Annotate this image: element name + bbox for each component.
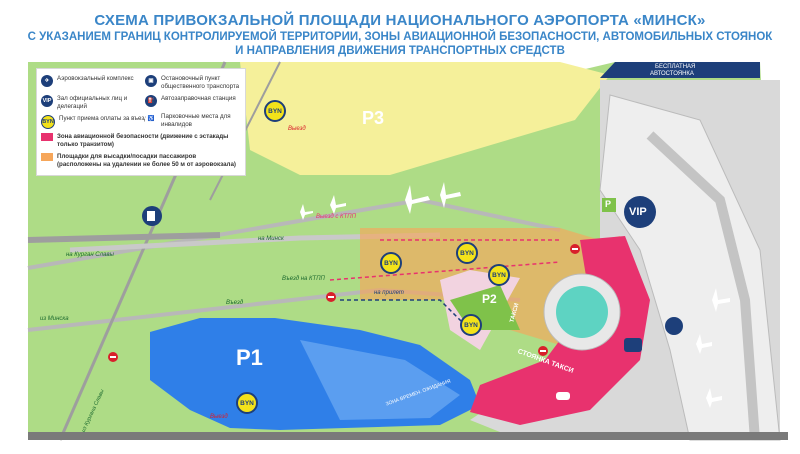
bus-stop-icon: ▣: [145, 75, 157, 87]
plane-icons: [300, 182, 730, 408]
no-entry-sign: [570, 244, 580, 254]
byn-icon: BYN: [41, 115, 55, 129]
disabled-parking-icon: ♿: [145, 113, 157, 125]
free-parking-area: [600, 62, 760, 78]
terminal-icon: ✈: [41, 75, 53, 87]
to-kurgan-label: на Курган Славы: [66, 252, 114, 258]
legend-label-security: Зона авиационной безопасности (движение …: [57, 133, 229, 148]
dropoff-swatch: [41, 153, 53, 161]
legend-item-vip: VIP Зал официальных лиц и делегаций: [41, 95, 141, 110]
legend-item-dropoff: Площадки для высадки/посадки пассажиров …: [41, 153, 241, 168]
small-p-label: P: [605, 199, 612, 209]
departure-icon: [665, 317, 683, 335]
payment-point-p3: BYN: [264, 100, 286, 122]
legend-label-fuel: Автозаправочная станция: [161, 95, 236, 102]
legend-label-vip: Зал официальных лиц и делегаций: [57, 95, 128, 110]
no-entry-sign: [326, 292, 336, 302]
p2-label: P2: [482, 292, 497, 306]
map-title: СХЕМА ПРИВОКЗАЛЬНОЙ ПЛОЩАДИ НАЦИОНАЛЬНОГ…: [94, 12, 706, 29]
payment-point-p1: BYN: [236, 392, 258, 414]
fuel-pump-shape: [147, 211, 155, 221]
fuel-icon: ⛽: [145, 95, 157, 107]
p3-parking-area: [240, 62, 610, 175]
map-legend: ✈ Аэровокзальный комплекс VIP Зал официа…: [36, 68, 246, 176]
p3-exit-label: Выезд: [288, 126, 306, 132]
legend-label-terminal: Аэровокзальный комплекс: [57, 75, 134, 82]
free-parking-label-2: АВТОСТОЯНКА: [650, 71, 694, 77]
payment-point-p2: BYN: [460, 314, 482, 336]
entry-ktpp-label: Въезд на КТПП: [282, 276, 325, 282]
bus-icon: [624, 338, 642, 352]
p1-label: P1: [236, 345, 263, 370]
no-entry-sign: [108, 352, 118, 362]
vip-icon: VIP: [41, 95, 53, 107]
legend-item-bus: ▣ Остановочный пункт общественного транс…: [145, 75, 243, 90]
runway-strip: [28, 432, 788, 440]
legend-label-bus: Остановочный пункт общественного транспо…: [161, 75, 240, 90]
entry-label: Въезд: [226, 300, 244, 306]
road-kurgan: [27, 232, 221, 243]
legend-item-fuel: ⛽ Автозаправочная станция: [145, 95, 243, 107]
p1-exit-label: Выезд: [210, 414, 228, 420]
map-subtitle-line-2: И НАПРАВЛЕНИЯ ДВИЖЕНИЯ ТРАНСПОРТНЫХ СРЕД…: [235, 45, 565, 57]
legend-label-byn: Пункт приема оплаты за въезд: [59, 115, 148, 122]
route-entry-ktpp: [329, 261, 561, 281]
legend-item-disabled: ♿ Парковочные места для инвалидов: [145, 113, 243, 128]
free-parking-label-1: БЕСПЛАТНАЯ: [655, 64, 696, 70]
legend-label-dropoff: Площадки для высадки/посадки пассажиров …: [57, 153, 236, 168]
to-minsk-label: на Минск: [258, 236, 284, 242]
waiting-zone-area: [300, 340, 460, 420]
legend-item-security: Зона авиационной безопасности (движение …: [41, 133, 241, 148]
roundabout-inner: [556, 286, 608, 338]
security-swatch: [41, 133, 53, 141]
legend-item-terminal: ✈ Аэровокзальный комплекс: [41, 75, 141, 87]
exit-ktpp-label: Выезд с КТПП: [316, 214, 356, 220]
vip-marker: [624, 196, 656, 228]
legend-label-disabled: Парковочные места для инвалидов: [161, 113, 231, 128]
map-subtitle-line-1: С УКАЗАНИЕМ ГРАНИЦ КОНТРОЛИРУЕМОЙ ТЕРРИТ…: [27, 31, 773, 43]
vip-label: VIP: [629, 206, 647, 218]
terminal-arc: [646, 131, 760, 441]
car-icon: [556, 392, 570, 400]
no-entry-sign: [538, 346, 548, 356]
departure-route-label: на прилет: [374, 290, 404, 296]
payment-point-entry: BYN: [488, 264, 510, 286]
payment-point-minsk: BYN: [380, 252, 402, 274]
p3-label: P3: [362, 108, 385, 128]
payment-point-ktpp: BYN: [456, 242, 478, 264]
small-parking-marker: [602, 198, 616, 212]
from-minsk-label: из Минска: [40, 316, 69, 322]
legend-item-byn: BYN Пункт приема оплаты за въезд: [41, 115, 181, 129]
